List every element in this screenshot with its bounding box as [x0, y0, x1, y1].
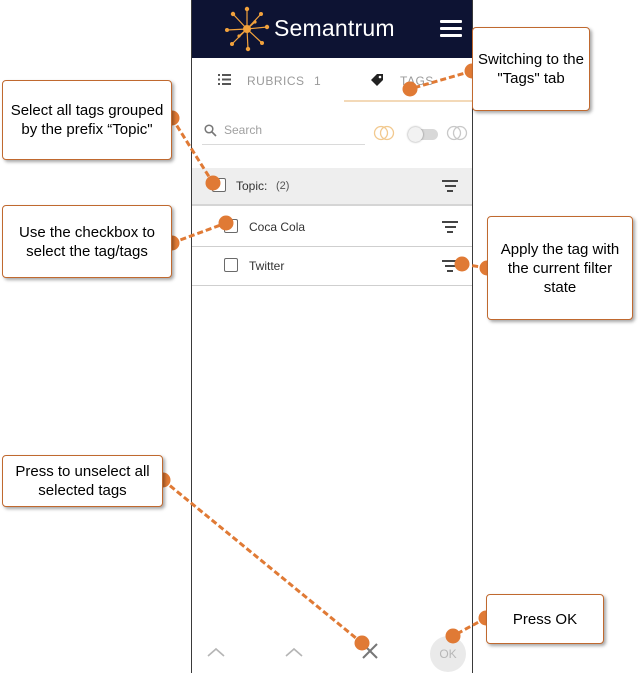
tag-icon — [371, 74, 383, 86]
intersection-mode-icon[interactable] — [373, 125, 395, 141]
tag-label: Twitter — [249, 259, 285, 273]
callout-apply-filter: Apply the tag with the current filter st… — [487, 216, 633, 320]
app-title: Semantrum — [274, 15, 395, 41]
callout-checkbox: Use the checkbox to select the tag/tags — [2, 205, 172, 278]
filter-icon[interactable] — [442, 180, 458, 192]
tag-row: Twitter — [192, 248, 472, 286]
search-input[interactable] — [222, 122, 366, 138]
filter-icon[interactable] — [442, 260, 458, 272]
tab-rubrics[interactable]: RUBRICS 1 — [192, 62, 332, 100]
hamburger-menu-icon[interactable] — [440, 20, 462, 38]
filter-mode-toggle[interactable] — [408, 127, 438, 142]
tab-rubrics-count: 1 — [314, 74, 321, 88]
callout-select-group: Select all tags grouped by the prefix “T… — [2, 80, 172, 160]
app-header: Semantrum — [192, 0, 472, 58]
callout-unselect: Press to unselect all selected tags — [2, 455, 163, 507]
filter-icon[interactable] — [442, 221, 458, 233]
tag-group-row: Topic: (2) — [192, 168, 472, 206]
callout-ok: Press OK — [486, 594, 604, 644]
semantrum-logo-icon — [225, 6, 270, 52]
callout-switching-tab: Switching to the "Tags" tab — [472, 27, 590, 111]
tag-label: Coca Cola — [249, 220, 306, 234]
tag-group-label: Topic: — [236, 179, 268, 193]
union-mode-icon[interactable] — [446, 125, 468, 141]
tag-checkbox[interactable] — [224, 258, 238, 272]
tab-rubrics-label: RUBRICS — [247, 74, 305, 88]
tag-group-count: (2) — [276, 180, 290, 192]
list-icon — [218, 74, 231, 85]
